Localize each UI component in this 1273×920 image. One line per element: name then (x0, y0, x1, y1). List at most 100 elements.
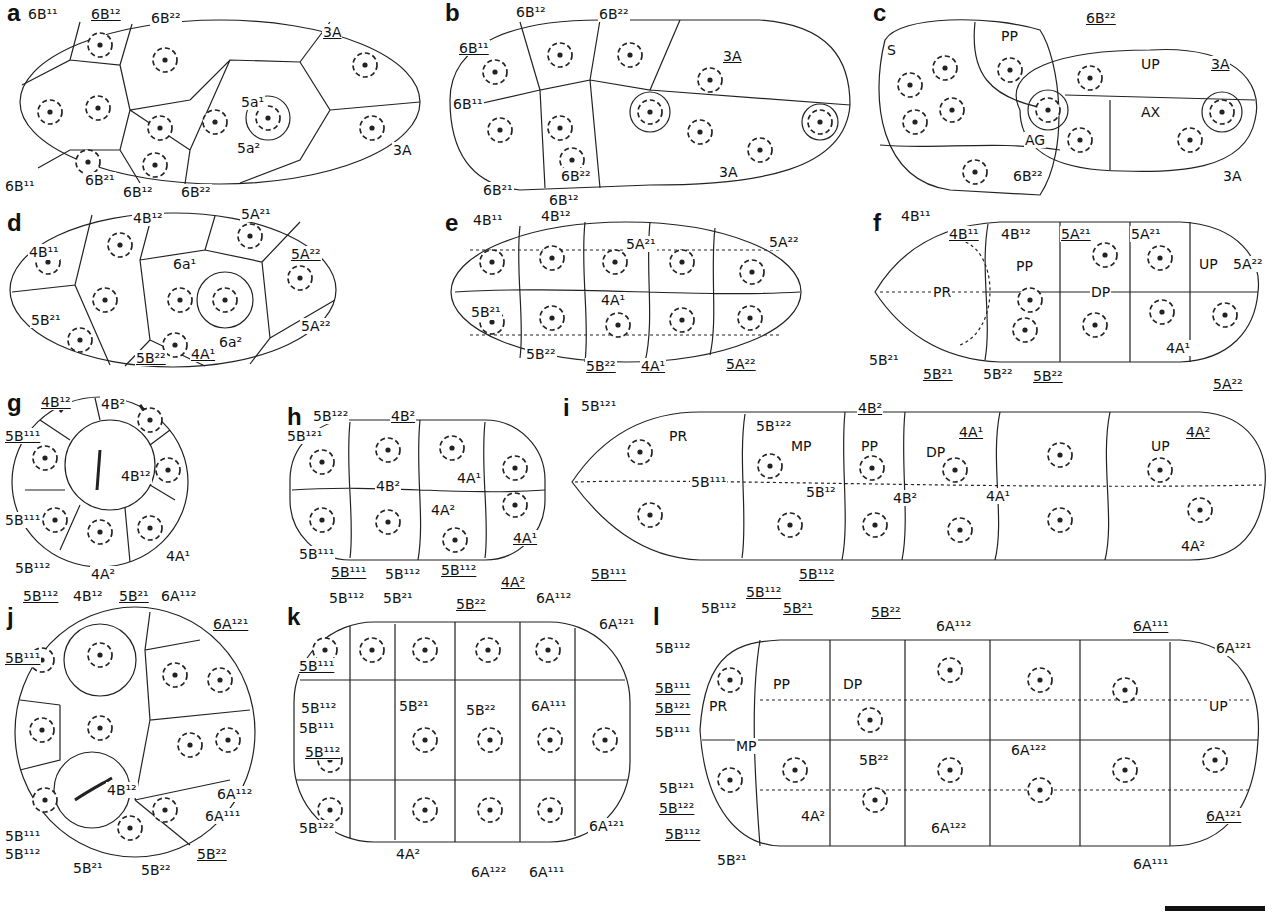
cell-label: 4B¹² (1000, 226, 1032, 242)
cell-label: 4A¹ (456, 470, 482, 486)
cell-label: 5B¹¹¹ (4, 428, 41, 444)
panel-b-embryo (450, 20, 850, 190)
cell-label: 6B¹² (515, 4, 547, 20)
cell-label: 4B² (857, 400, 883, 416)
panel-k-nuclei (313, 638, 617, 822)
cell-label: 5A²² (725, 356, 757, 372)
panel-d-embryo (10, 213, 336, 367)
cell-label: DP (925, 444, 946, 460)
cell-label: 4A¹ (958, 424, 984, 440)
cell-label: 5B¹¹² (654, 640, 691, 656)
cell-label: 6A¹²¹ (598, 616, 635, 632)
cell-label: 5B²² (140, 862, 172, 878)
panel-f-nuclei (1013, 243, 1237, 342)
cell-label: DP (842, 676, 863, 692)
cell-label: 5B¹²¹ (654, 700, 691, 716)
cell-label: 5a¹ (240, 94, 265, 110)
panel-g-nuclei (33, 408, 180, 544)
cell-label: 5A²² (300, 318, 332, 334)
cell-label: 4A¹ (512, 530, 538, 546)
cell-label: DP (1090, 284, 1111, 300)
cell-label: 4B² (390, 408, 416, 424)
cell-label: 5B²² (870, 604, 902, 620)
cell-label: PR (932, 284, 952, 300)
cell-label: 6a¹ (172, 256, 197, 272)
cell-label: 5B²² (455, 596, 487, 612)
panel-letter: e (444, 210, 459, 236)
cell-label: 6B¹¹ (458, 40, 490, 56)
cell-label: PP (1015, 258, 1034, 274)
cell-label: 4A¹ (190, 346, 216, 362)
cell-label: 5B²² (135, 350, 167, 366)
panel-g-embryo (12, 397, 188, 567)
cell-label: 6A¹¹¹ (204, 808, 241, 824)
cell-label: 4B¹² (540, 208, 572, 224)
cell-label: 5B²¹ (118, 588, 150, 604)
cell-label: 6B²² (180, 184, 212, 200)
cell-label: 5B²² (196, 846, 228, 862)
cell-label: 5B¹²² (658, 800, 695, 816)
cell-label: 5A²² (1232, 256, 1264, 272)
cell-label: 4B¹² (120, 468, 152, 484)
cell-label: 3A (1210, 56, 1230, 72)
cell-label: 5B²² (858, 752, 890, 768)
panel-letter: i (562, 395, 571, 421)
cell-label: 5B¹¹¹ (298, 658, 335, 674)
panel-i-embryo (572, 412, 1265, 560)
cell-label: 5B²¹ (782, 600, 814, 616)
cell-label: PP (1000, 28, 1019, 44)
cell-label: 4A¹ (600, 292, 626, 308)
cell-label: 5B¹²¹ (580, 398, 617, 414)
cell-label: 6B¹¹ (452, 96, 484, 112)
cell-label: 5B²¹ (716, 852, 748, 868)
scale-bar (1165, 906, 1265, 911)
cell-label: 5B¹²¹ (658, 780, 695, 796)
cell-label: 5A²² (290, 246, 322, 262)
cell-label: 6A¹¹² (535, 590, 572, 606)
cell-label: UP (1198, 256, 1219, 272)
cell-label: 5B¹¹¹ (330, 564, 367, 580)
panel-a-embryo (20, 20, 420, 184)
cell-label: 6A¹²¹ (1215, 640, 1252, 656)
cell-label: 6A¹²¹ (588, 818, 625, 834)
panel-l-nuclei (718, 658, 1227, 812)
cell-label: UP (1140, 56, 1161, 72)
cell-label: 3A (722, 48, 742, 64)
cell-label: 6B¹¹ (27, 6, 59, 22)
cell-label: 4A² (1180, 538, 1206, 554)
cell-label: 6B²² (1012, 168, 1044, 184)
cell-label: 5a² (236, 140, 261, 156)
cell-label: UP (1208, 698, 1229, 714)
cell-label: MP (735, 738, 758, 754)
cell-label: 4A¹ (985, 488, 1011, 504)
cell-label: 6B¹² (122, 184, 154, 200)
cell-label: 5B²¹ (922, 366, 954, 382)
cell-label: 6B²² (598, 6, 630, 22)
cell-label: 5B¹¹² (4, 846, 41, 862)
cell-label: 5A²¹ (1130, 226, 1162, 242)
cell-label: AG (1024, 132, 1046, 148)
panel-letter: b (444, 0, 461, 26)
cell-label: 5B¹¹² (384, 566, 421, 582)
cell-label: 4B¹² (40, 394, 72, 410)
cell-label: 6A¹²² (470, 864, 507, 880)
cell-label: 6A¹¹¹ (530, 698, 567, 714)
cell-label: 5B¹¹¹ (298, 546, 335, 562)
panel-letter: l (652, 604, 661, 630)
cell-label: 6B¹¹ (4, 178, 36, 194)
panel-k-embryo (294, 622, 630, 842)
cell-label: 5B²¹ (382, 590, 414, 606)
cell-label: 5B¹² (805, 484, 837, 500)
cell-label: 5B¹¹² (798, 566, 835, 582)
cell-label: 4B¹² (132, 210, 164, 226)
cell-label: 5B²² (585, 358, 617, 374)
cell-label: 5B¹¹¹ (4, 828, 41, 844)
cell-label: 4A² (500, 574, 526, 590)
cell-label: 4A¹ (640, 358, 666, 374)
cell-label: 5B²¹ (470, 304, 502, 320)
cell-label: 4B¹¹ (900, 208, 932, 224)
cell-label: 5B¹¹² (328, 590, 365, 606)
panel-e-nuclei (480, 246, 764, 337)
cell-label: 6A¹²¹ (212, 616, 249, 632)
